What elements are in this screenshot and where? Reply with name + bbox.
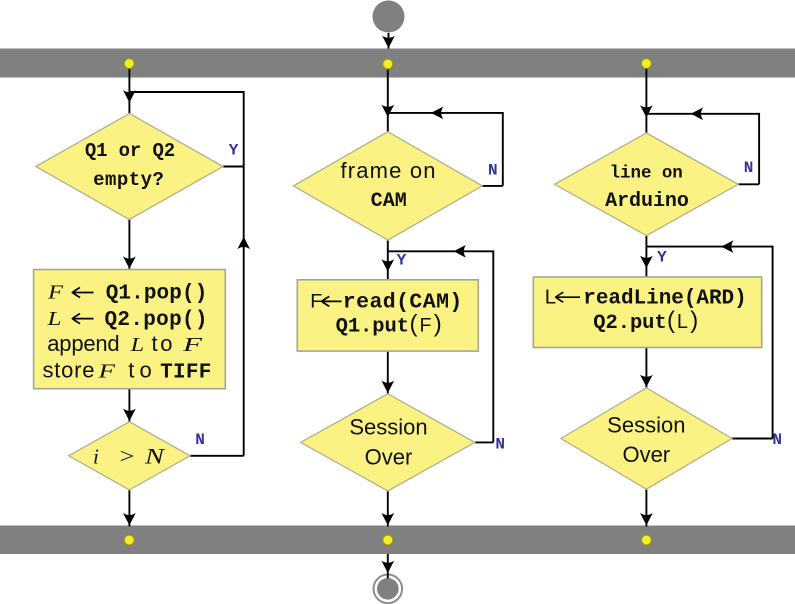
svg-text:append: append: [47, 331, 119, 356]
svg-text:TIFF: TIFF: [160, 362, 211, 385]
svg-text:N: N: [772, 431, 782, 449]
svg-text:): ): [690, 307, 698, 334]
svg-text:read(CAM): read(CAM): [343, 291, 463, 315]
svg-text:F: F: [97, 361, 116, 383]
svg-text:to: to: [128, 358, 152, 383]
svg-text:F: F: [47, 282, 64, 304]
svg-text:Over: Over: [365, 444, 413, 469]
svg-text:L: L: [677, 311, 688, 333]
svg-text:CAM: CAM: [371, 190, 407, 213]
svg-text:N: N: [195, 431, 205, 449]
svg-text:readLine(ARD): readLine(ARD): [583, 287, 746, 310]
svg-text:>: >: [120, 444, 135, 468]
svg-text:i: i: [93, 444, 99, 468]
svg-text:to: to: [152, 331, 173, 356]
svg-text:N: N: [144, 443, 166, 468]
svg-text:F: F: [420, 314, 432, 336]
svg-text:Q1.put: Q1.put: [336, 315, 409, 338]
svg-text:L: L: [129, 334, 144, 356]
svg-text:Over: Over: [622, 442, 670, 467]
svg-text:empty?: empty?: [93, 169, 164, 191]
svg-text:L: L: [46, 308, 61, 330]
svg-text:Session: Session: [607, 412, 685, 437]
svg-text:Y: Y: [229, 141, 239, 159]
svg-text:Q2.put: Q2.put: [593, 312, 666, 335]
svg-text:Y: Y: [657, 248, 667, 266]
svg-text:(: (: [410, 310, 418, 337]
svg-text:N: N: [495, 435, 505, 453]
svg-text:F: F: [310, 291, 322, 313]
svg-text:): ): [434, 310, 442, 337]
svg-text:line on: line on: [610, 163, 683, 183]
svg-text:Session: Session: [349, 415, 427, 440]
svg-text:F: F: [181, 334, 203, 356]
svg-text:Q2.pop(): Q2.pop(): [105, 309, 208, 332]
svg-text:Q1.pop(): Q1.pop(): [106, 283, 208, 306]
svg-text:Arduino: Arduino: [605, 190, 689, 213]
svg-text:store: store: [43, 358, 95, 383]
svg-text:L: L: [545, 285, 556, 308]
svg-text:N: N: [744, 159, 754, 177]
svg-text:(: (: [667, 307, 675, 334]
svg-text:Y: Y: [397, 252, 407, 270]
svg-text:N: N: [488, 161, 498, 179]
svg-text:Q1 or Q2: Q1 or Q2: [85, 140, 175, 162]
